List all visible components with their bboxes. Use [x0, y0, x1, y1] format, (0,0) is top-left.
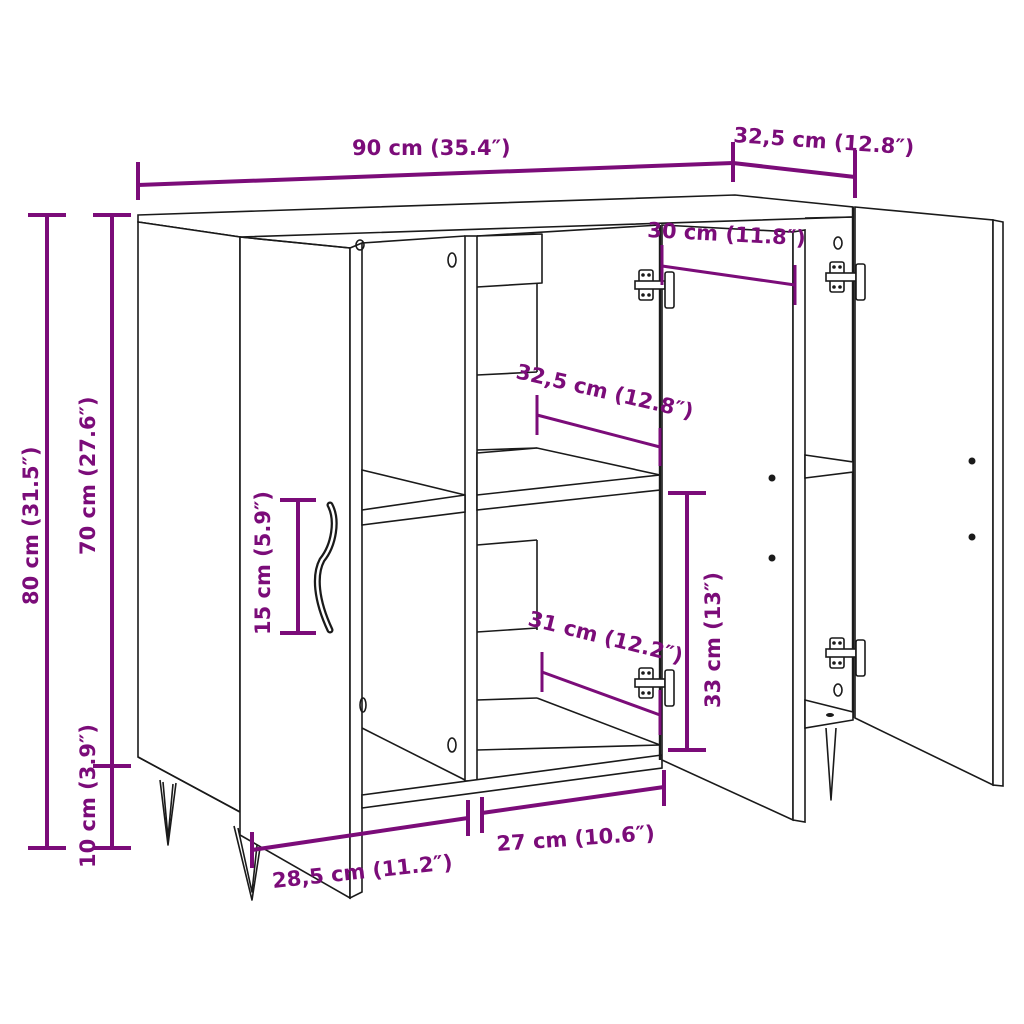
door-knob-hole-icon [768, 554, 776, 562]
shelf-pin-hole-icon [447, 252, 457, 268]
hinge-icon [634, 269, 675, 309]
shelf-pin-hole-icon [833, 236, 843, 250]
hinge-icon [825, 261, 866, 301]
dimension-label-middle-compartment-width: 27 cm (10.6″) [496, 821, 656, 856]
dimension-label-overall-depth: 32,5 cm (12.8″) [733, 123, 915, 160]
shelf-pin-hole-icon [447, 737, 457, 753]
hairpin-leg-icon [825, 727, 837, 801]
far-right-door[interactable] [854, 206, 1004, 787]
hairpin-leg-icon [233, 825, 263, 901]
left-side-panel [137, 221, 241, 814]
middle-compartment [476, 224, 661, 751]
sideboard-drawing [137, 194, 1004, 901]
dimension-label-leg-height: 10 cm (3.9″) [76, 724, 100, 868]
dimension-label-handle-length: 15 cm (5.9″) [251, 491, 275, 635]
dimension-label-overall-width: 90 cm (35.4″) [352, 136, 511, 160]
dimension-compartment-height: 33 cm (13″) [668, 491, 725, 752]
right-door[interactable] [658, 224, 806, 823]
hinge-icon [825, 637, 866, 677]
dimension-overall-height: 80 cm (31.5″) [19, 213, 66, 850]
right-compartment [804, 207, 855, 801]
dimension-overall-depth: 32,5 cm (12.8″) [731, 123, 915, 198]
hinge-icon [634, 667, 675, 707]
shelf-pin-hole-icon [355, 239, 365, 251]
left-door[interactable] [239, 236, 365, 900]
dimension-label-compartment-height: 33 cm (13″) [701, 572, 725, 708]
bottom-board [361, 754, 663, 809]
dimension-body-height: 70 cm (27.6″) [76, 213, 131, 850]
dimension-handle-length: 15 cm (5.9″) [251, 491, 316, 635]
shelf-pin-hole-icon [833, 683, 843, 697]
hairpin-leg-icon [159, 779, 177, 846]
door-knob-hole-icon [768, 474, 776, 482]
dimension-label-body-height: 70 cm (27.6″) [76, 396, 100, 555]
left-compartment [359, 235, 478, 782]
door-knob-hole-icon [968, 457, 976, 465]
door-knob-hole-icon [968, 533, 976, 541]
dimension-label-overall-height: 80 cm (31.5″) [19, 446, 43, 605]
door-handle-icon[interactable] [313, 501, 338, 634]
dimension-overall-width: 90 cm (35.4″) [136, 136, 734, 200]
